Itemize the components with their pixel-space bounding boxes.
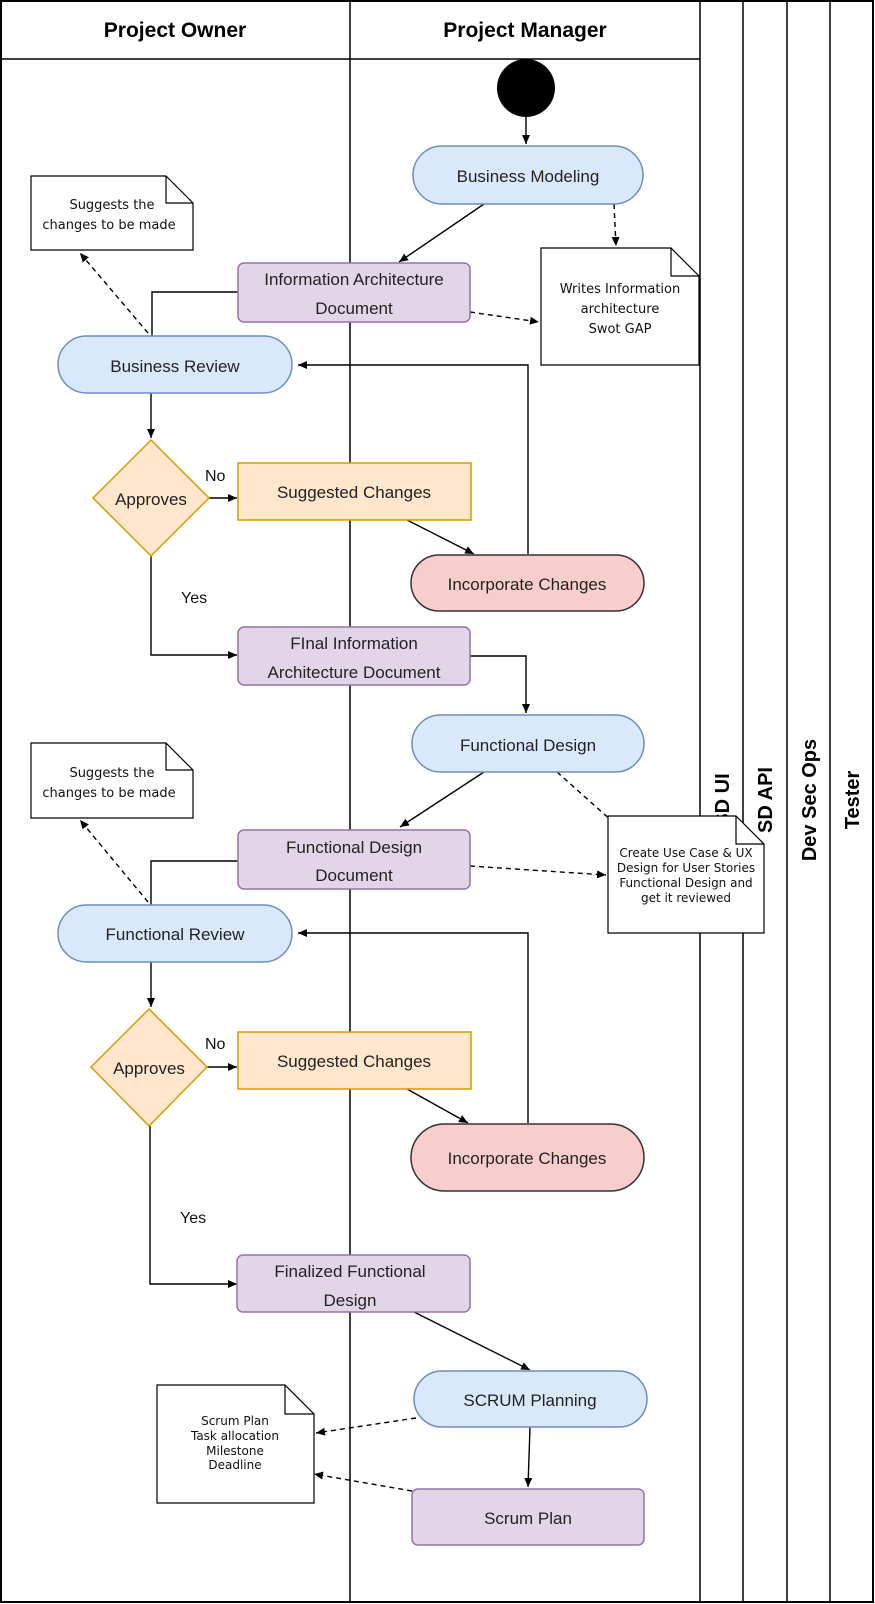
- note-scrum: Scrum Plan Task allocation Milestone Dea…: [156, 1384, 315, 1504]
- edge-suggested-2-to-incorporate: [406, 1088, 469, 1124]
- note-text: Swot GAP: [589, 322, 652, 337]
- node-business-modeling: Business Modeling: [412, 145, 644, 205]
- note-text: Writes Information: [560, 282, 680, 297]
- note-text: changes to be made: [42, 218, 175, 233]
- edge-scrum-planning-to-scrum-plan: [524, 1426, 533, 1488]
- note-writes-information: Writes Information architecture Swot GAP: [540, 247, 700, 366]
- edge-approves-2-yes: [149, 1126, 237, 1288]
- node-incorporate-changes-1: Incorporate Changes: [410, 554, 645, 612]
- edge-label-yes: Yes: [181, 590, 207, 607]
- edge-label-yes: Yes: [180, 1210, 206, 1227]
- note-text: Deadline: [208, 1458, 261, 1472]
- edge-info-arch-to-note: [469, 311, 540, 325]
- note-text: Design for User Stories: [617, 861, 755, 875]
- node-label: Architecture Document: [268, 663, 441, 682]
- note-use-case: Create Use Case & UX Design for User Sto…: [607, 815, 765, 934]
- edge-suggested-to-incorporate: [406, 519, 475, 555]
- note-text: Create Use Case & UX: [619, 846, 752, 860]
- node-label: Business Review: [110, 357, 240, 376]
- node-functional-review: Functional Review: [57, 904, 293, 963]
- node-label: Document: [315, 866, 393, 885]
- node-finalized-functional-design: Finalized Functional Design: [236, 1254, 471, 1313]
- node-label: FInal Information: [290, 634, 418, 653]
- edge-info-arch-to-business-review: [151, 291, 238, 336]
- node-label: Business Modeling: [457, 167, 600, 186]
- edge-label-no: No: [205, 468, 226, 485]
- note-text: architecture: [581, 302, 660, 317]
- node-label: Incorporate Changes: [448, 575, 607, 594]
- edge-label-no: No: [205, 1036, 226, 1053]
- note-suggests-1: Suggests the changes to be made: [30, 175, 194, 251]
- edge-approves-yes: [150, 555, 237, 659]
- node-label: Approves: [115, 490, 187, 509]
- edge-finalized-to-scrum-planning: [411, 1310, 531, 1371]
- node-label: Functional Design: [460, 736, 596, 755]
- lane-header-project-owner: Project Owner: [104, 19, 246, 42]
- edge-business-modeling-to-note: [611, 203, 620, 247]
- note-text: Task allocation: [190, 1429, 279, 1443]
- node-label: Functional Design: [286, 838, 422, 857]
- edge-functional-doc-to-note: [469, 865, 607, 879]
- node-label: Suggested Changes: [277, 483, 431, 502]
- node-label: SCRUM Planning: [463, 1391, 596, 1410]
- node-incorporate-changes-2: Incorporate Changes: [410, 1123, 645, 1192]
- node-suggested-changes-2: Suggested Changes: [237, 1031, 472, 1090]
- note-text: Suggests the: [69, 766, 154, 781]
- node-scrum-planning: SCRUM Planning: [413, 1370, 648, 1428]
- node-label: Suggested Changes: [277, 1052, 431, 1071]
- node-label: Information Architecture: [264, 270, 444, 289]
- edge-functional-review-to-note: [79, 819, 149, 903]
- node-business-review: Business Review: [57, 335, 293, 394]
- note-suggests-2: Suggests the changes to be made: [30, 742, 194, 819]
- note-text: changes to be made: [42, 786, 175, 801]
- node-scrum-plan: Scrum Plan: [411, 1488, 645, 1546]
- node-label: Approves: [113, 1059, 185, 1078]
- decision-approves-1: Approves: [91, 438, 211, 558]
- edge-functional-design-to-doc: [399, 771, 485, 828]
- node-label: Scrum Plan: [484, 1509, 572, 1528]
- node-label: Finalized Functional: [274, 1262, 425, 1281]
- edge-incorporate-to-business-review: [298, 361, 529, 554]
- node-label: Document: [315, 299, 393, 318]
- edge-scrum-plan-to-note: [313, 1471, 413, 1492]
- node-label: Incorporate Changes: [448, 1149, 607, 1168]
- node-information-architecture-document: Information Architecture Document: [237, 262, 471, 323]
- start-node: [497, 59, 555, 117]
- lane-header-project-manager: Project Manager: [443, 19, 606, 42]
- note-text: Suggests the: [69, 198, 154, 213]
- note-text: Functional Design and: [619, 876, 752, 890]
- edge-business-review-to-note: [79, 252, 149, 334]
- decision-approves-2: Approves: [89, 1007, 209, 1128]
- node-functional-design-document: Functional Design Document: [237, 829, 471, 890]
- edge-functional-doc-to-review: [150, 860, 238, 905]
- note-text: get it reviewed: [641, 891, 731, 905]
- note-text: Scrum Plan: [201, 1414, 269, 1428]
- edge-final-info-arch-to-functional-design: [470, 655, 530, 713]
- lane-header-tester: Tester: [842, 771, 864, 830]
- node-label: Design: [324, 1291, 377, 1310]
- lane-header-sd-ui: SD UI: [712, 773, 734, 826]
- edges: [79, 117, 623, 1492]
- node-label: Functional Review: [106, 925, 246, 944]
- edge-incorporate-2-to-functional-review: [298, 929, 529, 1123]
- note-text: Milestone: [206, 1444, 264, 1458]
- edge-scrum-planning-to-note: [315, 1417, 417, 1436]
- lane-header-dev-sec-ops: Dev Sec Ops: [799, 739, 821, 861]
- lane-header-sd-api: SD API: [755, 767, 777, 833]
- edge-business-modeling-to-info-arch: [398, 203, 485, 263]
- node-suggested-changes-1: Suggested Changes: [237, 462, 472, 521]
- node-functional-design: Functional Design: [411, 714, 645, 773]
- node-final-information-architecture: FInal Information Architecture Document: [237, 626, 471, 686]
